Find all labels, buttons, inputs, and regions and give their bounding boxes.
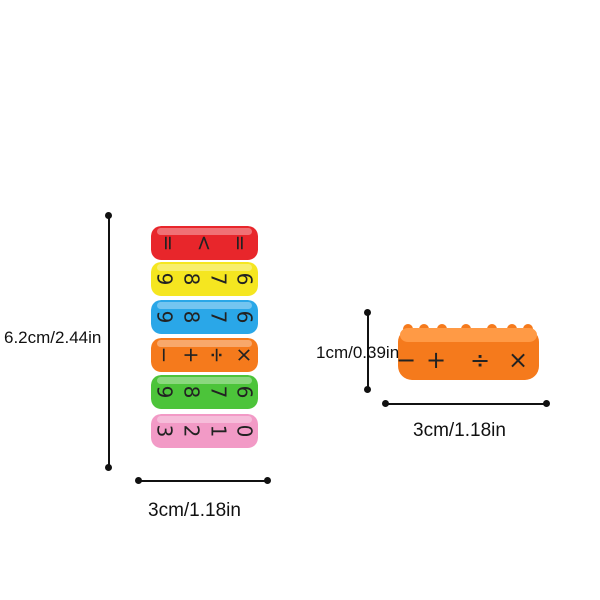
- ring-shine: [157, 340, 252, 347]
- stack-height-line: [108, 215, 110, 468]
- ring-glyph: 6: [232, 272, 257, 286]
- ring-face: [151, 262, 258, 296]
- single-ring-glyph: ×: [508, 346, 528, 374]
- ring-glyph: 7: [205, 310, 230, 324]
- ring-shine: [157, 416, 252, 423]
- single-ring-glyph: +: [426, 346, 446, 374]
- ring-shine: [157, 302, 252, 309]
- stack-ring: = < =: [151, 226, 258, 260]
- ring-glyph: 8: [179, 385, 204, 399]
- ring-glyph: =: [156, 234, 181, 252]
- ring-glyphs: −+÷×: [151, 338, 258, 372]
- ring-glyph: −: [152, 346, 177, 364]
- single-orange-ring: −+ ÷ ×: [396, 324, 539, 380]
- single-ring-glyph: −: [396, 346, 416, 374]
- ring-glyph: <: [192, 234, 217, 252]
- single-ring-top: [400, 328, 537, 342]
- ring-glyph: 1: [205, 424, 230, 438]
- single-height-label: 1cm/0.39in: [316, 343, 400, 362]
- ring-glyph: 9: [152, 272, 177, 286]
- ring-shine: [157, 228, 252, 235]
- single-width-right-dot: [543, 400, 550, 407]
- stack-width-line: [138, 480, 268, 482]
- ring-glyph: 2: [179, 424, 204, 438]
- stack-height-label: 6.2cm/2.44in: [4, 328, 102, 347]
- ring-glyph: +: [179, 346, 204, 364]
- ring-face: [151, 338, 258, 372]
- stack-width-label: 3cm/1.18in: [148, 500, 241, 521]
- single-height-top-dot: [364, 309, 371, 316]
- ring-face: [151, 375, 258, 409]
- ring-glyph: 9: [152, 385, 177, 399]
- ring-glyph: 6: [232, 310, 257, 324]
- single-width-label: 3cm/1.18in: [413, 420, 506, 441]
- stack-height-bottom-dot: [105, 464, 112, 471]
- stack-ring: −+÷×: [151, 338, 258, 372]
- ring-glyph: 9: [152, 310, 177, 324]
- ring-glyph: 3: [152, 424, 177, 438]
- single-ring-glyph: ÷: [470, 346, 490, 374]
- ring-face: [151, 226, 258, 260]
- single-width-left-dot: [382, 400, 389, 407]
- ring-glyph: ×: [232, 346, 257, 364]
- ring-glyph: 7: [205, 385, 230, 399]
- ring-shine: [157, 264, 252, 271]
- ring-face: [151, 300, 258, 334]
- single-height-bottom-dot: [364, 386, 371, 393]
- ring-glyph: 0: [232, 424, 257, 438]
- ring-glyph: =: [228, 234, 253, 252]
- ring-glyph: 8: [179, 310, 204, 324]
- stack-width-left-dot: [135, 477, 142, 484]
- ring-glyph: ÷: [205, 346, 230, 364]
- ring-glyph: 8: [179, 272, 204, 286]
- stack-width-right-dot: [264, 477, 271, 484]
- ring-glyph: 6: [232, 385, 257, 399]
- ring-face: [151, 414, 258, 448]
- ring-shine: [157, 377, 252, 384]
- stack-height-top-dot: [105, 212, 112, 219]
- ring-glyph: 7: [205, 272, 230, 286]
- single-height-line: [367, 312, 369, 390]
- ring-glyphs: = < =: [151, 226, 258, 260]
- single-width-line: [385, 403, 547, 405]
